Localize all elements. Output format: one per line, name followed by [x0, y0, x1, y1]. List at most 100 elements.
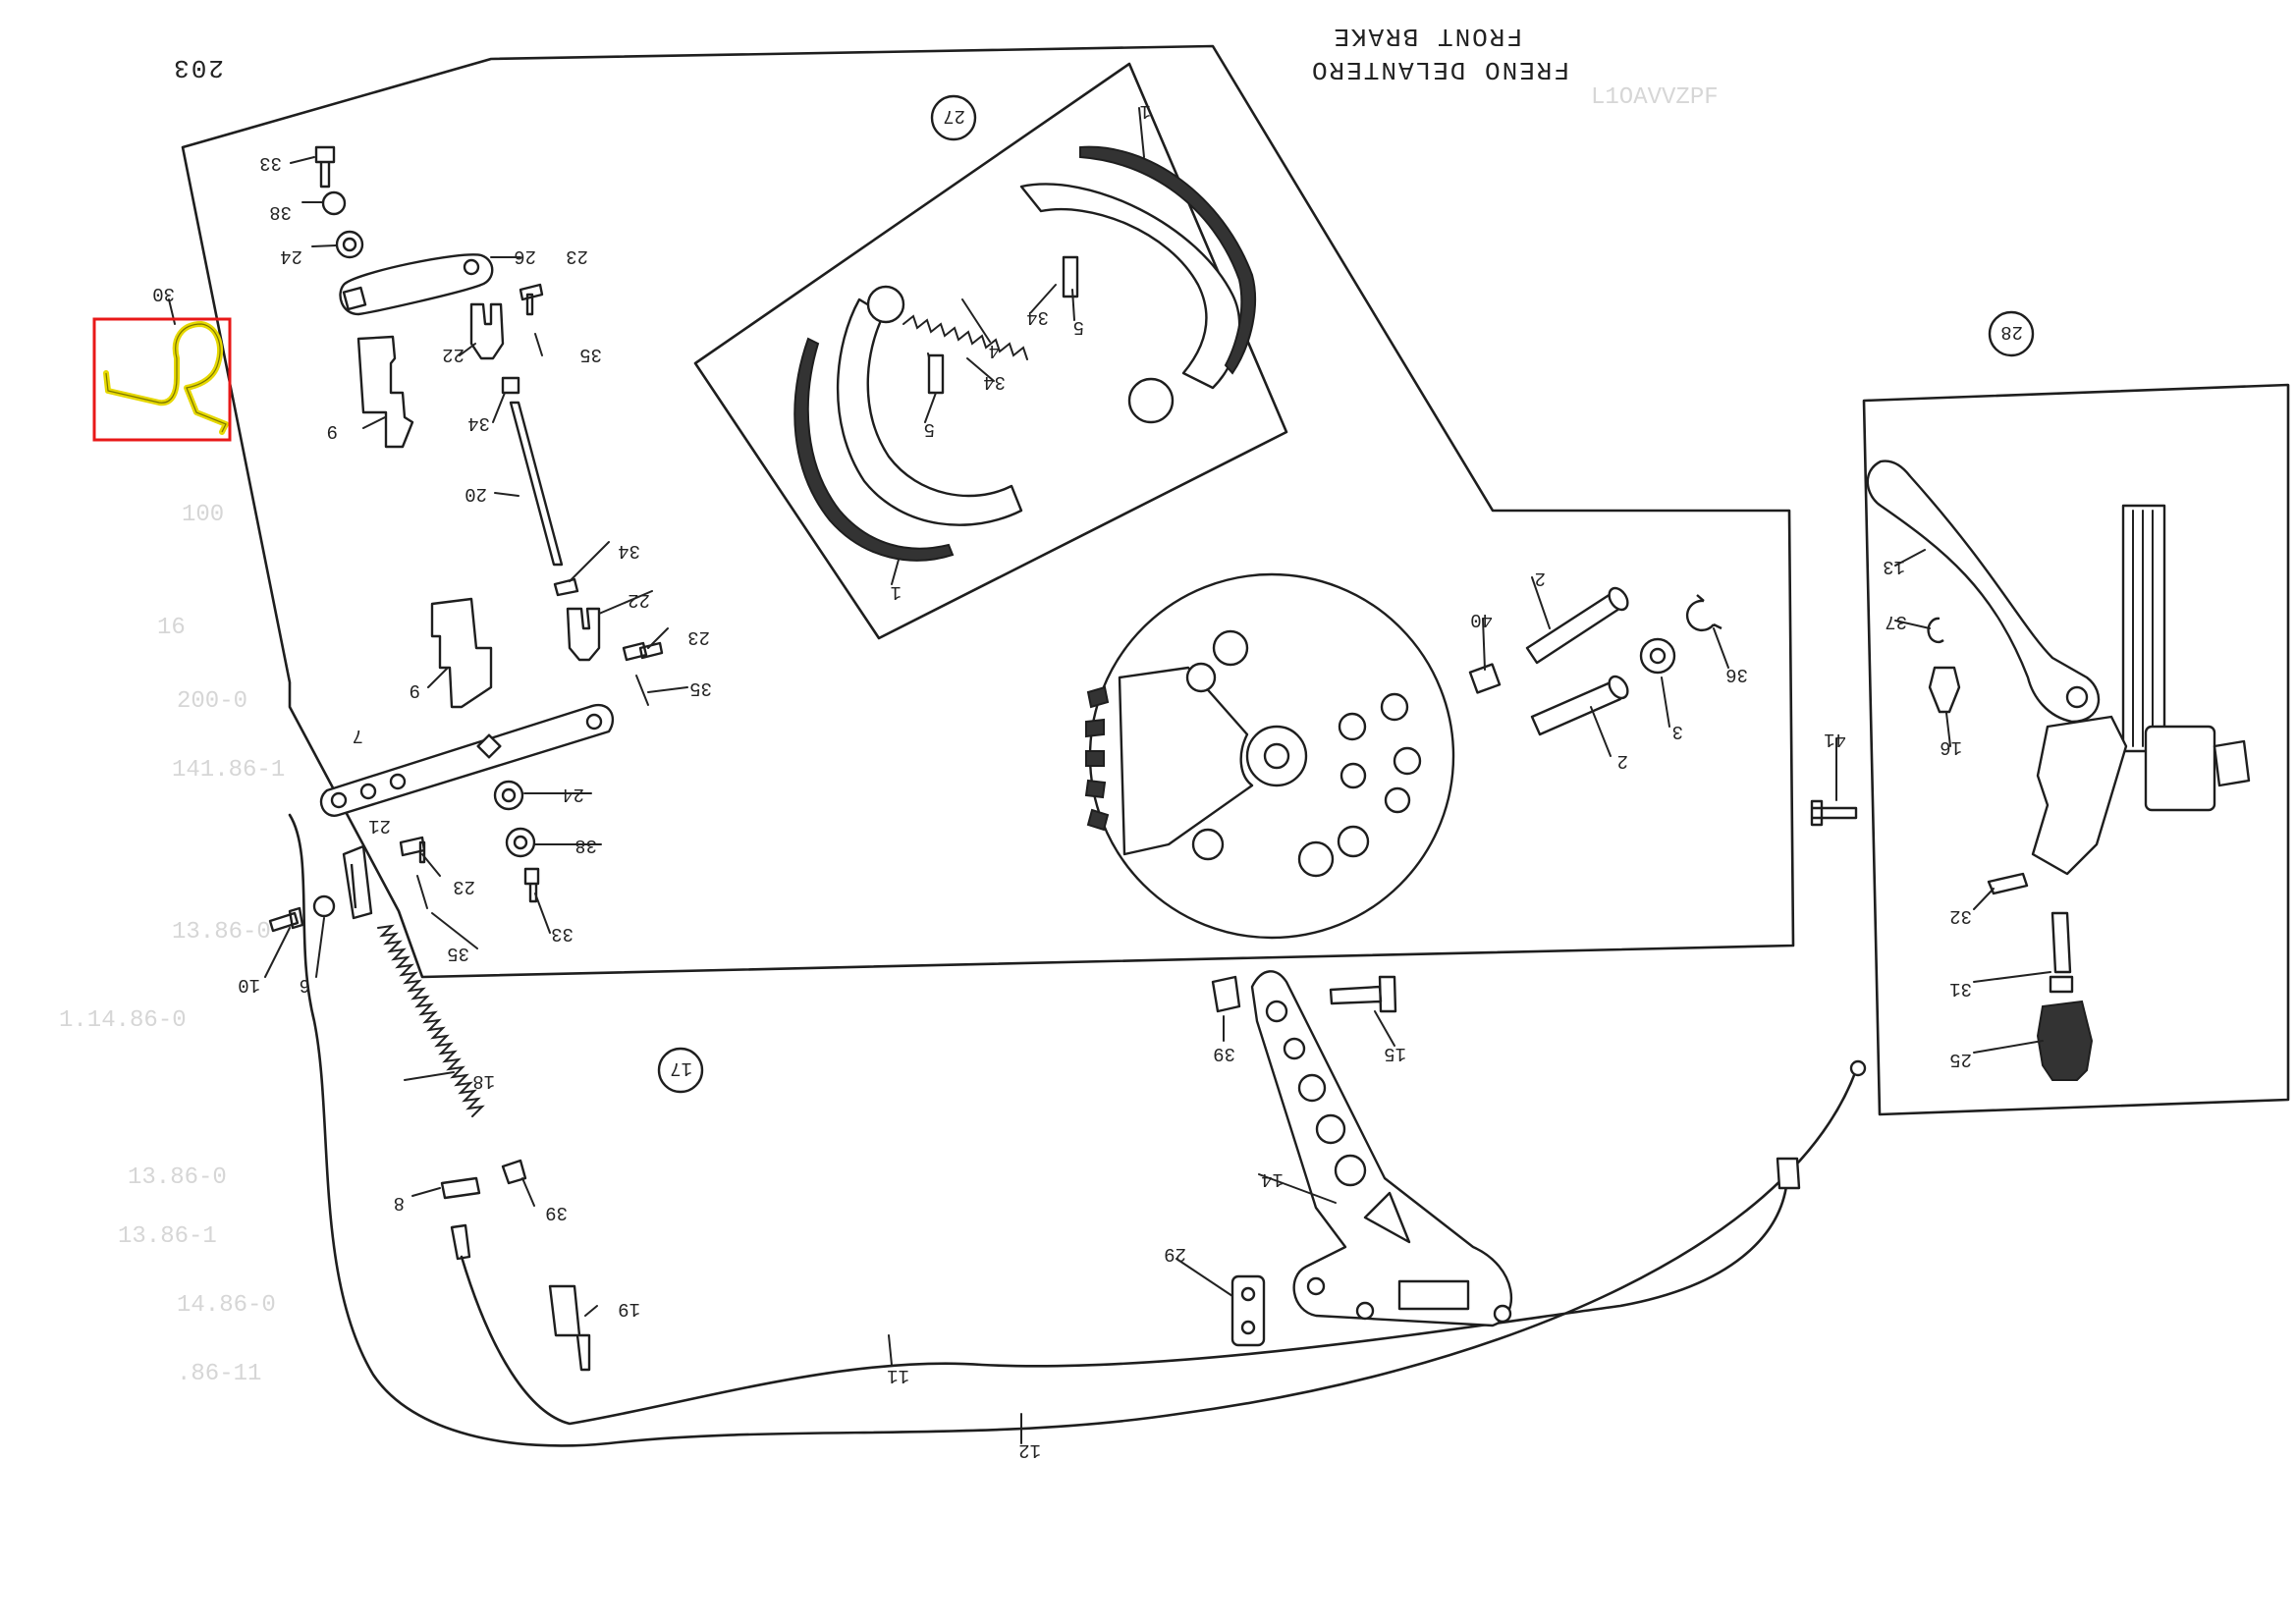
plate-hole: [1338, 712, 1367, 741]
lever-clamp: [2144, 725, 2216, 812]
washer-hole: [513, 835, 528, 850]
label-30: 30: [152, 283, 175, 304]
nut-39-lower: [501, 1159, 527, 1185]
lever-pivot-hole: [2065, 685, 2089, 709]
brake-linkage: [268, 145, 664, 1372]
label-7: 7: [353, 725, 363, 746]
nut-40: [1468, 663, 1502, 694]
label-1: 1: [1140, 100, 1151, 122]
bracket-hole: [1265, 1000, 1288, 1023]
group-ref-circle-28: [1988, 310, 2035, 357]
bracket-hole: [1334, 1154, 1367, 1187]
plate-ventilation-fins: [1084, 685, 1110, 832]
brake-cables: [288, 813, 1867, 1447]
group-ref-circle-27: [930, 94, 977, 141]
label-35: 35: [579, 344, 602, 365]
washer-hole: [501, 787, 517, 803]
label-31: 31: [1949, 978, 1972, 1000]
plate-hole: [1185, 662, 1217, 693]
bracket-hole: [1306, 1276, 1326, 1296]
label-9: 9: [327, 420, 338, 442]
label-4: 4: [989, 340, 1000, 361]
brake-shoes: [793, 145, 1257, 562]
bracket-hole: [1355, 1301, 1375, 1321]
arm-26: [339, 253, 494, 316]
bracket-9-upper: [356, 335, 414, 449]
plate-hole: [1212, 629, 1249, 667]
label-26: 26: [514, 245, 536, 267]
label-2: 2: [1535, 568, 1546, 589]
plate-hole: [1393, 746, 1422, 776]
label-16: 16: [1940, 736, 1962, 758]
title-front-brake: FRONT BRAKE: [1332, 22, 1522, 51]
pin-34-middle: [553, 577, 579, 597]
rod-20: [509, 401, 564, 567]
washer-hole: [342, 237, 357, 252]
label-2: 2: [1617, 750, 1628, 772]
part-30-highlight: [103, 321, 229, 435]
group-ref-28: 28: [2000, 321, 2023, 343]
plate-29: [1230, 1274, 1266, 1347]
arm-hole: [585, 713, 603, 731]
circlip-36: [1685, 594, 1722, 632]
page-number: 203: [172, 53, 224, 82]
bracket-hole: [1297, 1073, 1327, 1103]
cable-ferrule: [450, 1223, 471, 1261]
arm-hole: [330, 791, 348, 809]
grip-ribs: [2132, 510, 2154, 747]
bolt-23-middle: [622, 641, 664, 662]
label-23: 23: [687, 626, 710, 648]
bolt-41: [1810, 799, 1858, 827]
adjuster-25: [2036, 1000, 2094, 1081]
pin-37: [1927, 617, 1944, 644]
ghost-text: 1.14.86-0: [59, 1007, 187, 1034]
label-32: 32: [1949, 905, 1972, 927]
plate-hole: [1384, 786, 1411, 814]
clip-19: [548, 1284, 591, 1372]
leader-lines: [264, 107, 2051, 1444]
bolt-23-upper: [519, 283, 544, 316]
plate-hole: [1337, 825, 1370, 858]
arm-spline: [476, 733, 502, 759]
pin-head: [1608, 586, 1629, 612]
pin-34-upper: [501, 376, 520, 395]
label-41: 41: [1824, 729, 1846, 750]
selection-box[interactable]: [92, 317, 232, 442]
pin-35-upper: [534, 333, 543, 356]
arm-hole: [359, 783, 377, 800]
pin-head: [1608, 675, 1629, 700]
pivot-16: [1928, 666, 1961, 714]
label-6: 6: [300, 974, 310, 996]
plate-hole: [1191, 828, 1225, 861]
part-30-outline: [105, 323, 227, 433]
drum-shoe-panel-outline: [693, 62, 1288, 640]
label-39: 39: [1213, 1043, 1235, 1064]
leader: [264, 107, 2051, 1444]
washer-38-upper: [321, 190, 347, 216]
label-29: 29: [1164, 1243, 1186, 1265]
screw-31: [2049, 911, 2074, 994]
arm-hole: [389, 773, 407, 790]
label-1: 1: [891, 581, 902, 603]
plate-hole: [1380, 692, 1409, 722]
label-24: 24: [280, 245, 302, 267]
arm-spline: [342, 286, 367, 311]
plate-hole: [1240, 1286, 1256, 1302]
ghost-text: 13.86-0: [172, 919, 271, 946]
bracket-triangle-cutout: [1363, 1191, 1411, 1244]
brake-lining-lower: [793, 337, 955, 562]
group-ref-17: 17: [670, 1057, 692, 1079]
label-22: 22: [442, 344, 465, 365]
bracket-hole: [1315, 1113, 1346, 1145]
label-33: 33: [551, 923, 574, 945]
label-5: 5: [924, 418, 935, 440]
main-panel-outline: [181, 44, 1795, 979]
brake-anchor-plate: [1084, 572, 1455, 940]
ghost-code: L1OAVVZPF: [1591, 84, 1719, 111]
group-ref-circle-17: [657, 1047, 704, 1094]
label-35: 35: [447, 943, 469, 964]
pin-35-middle: [635, 675, 649, 706]
ghost-text: 141.86-1: [172, 757, 285, 784]
shoe-pin-5a: [1062, 255, 1079, 298]
label-12: 12: [1018, 1439, 1041, 1461]
